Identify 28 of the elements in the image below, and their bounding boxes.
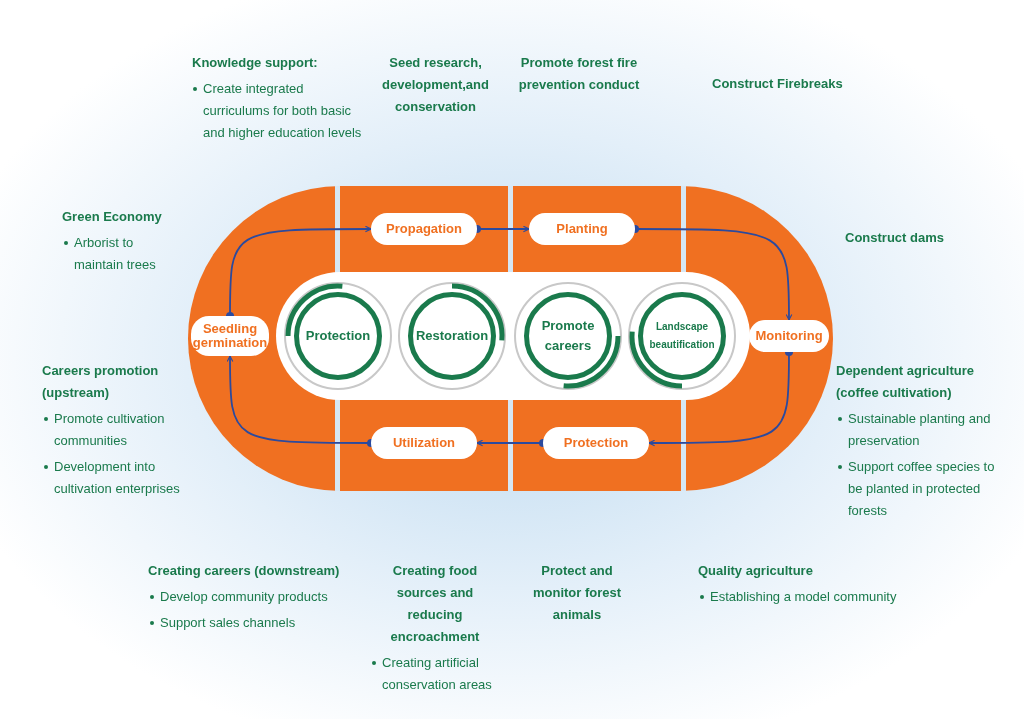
bullet-text: Develop community products [160,588,329,606]
heading-text: Knowledge support: [192,54,319,72]
bullet-text: Sustainable planting and preservation [848,410,992,450]
bullet-text: Arborist to maintain trees [74,234,157,274]
bullet-text: Support coffee species to be planted in protected forests [848,458,996,520]
bullet-text: Support sales channels [160,614,297,632]
stage-pill: Protection [543,427,649,459]
heading-text: Creating careers (downstream) [148,562,341,580]
bullet-text: Establishing a model community [710,588,898,606]
bullet-text: Create integrated curriculums for both basic and higher education levels [203,80,363,142]
heading-text: Green Economy [62,208,163,226]
bullet-text: Creating artificial conservation areas [382,654,493,694]
stage-pill: Seedling germination [191,316,269,356]
heading-text: Quality agriculture [698,562,814,580]
heading-text: Protect and monitor forest animals [531,562,623,624]
heading-text: Construct Firebreaks [712,75,844,93]
heading-text: Seed research, development,and conservation [381,54,490,116]
heading-text: Construct dams [845,229,945,247]
stage-pill: Planting [529,213,635,245]
bullet-text: Development into cultivation enterprises [54,458,181,498]
bullet-text: Promote cultivation communities [54,410,166,450]
stage-pill: Utilization [371,427,477,459]
heading-text: Dependent agriculture (coffee cultivation) [836,362,975,402]
heading-text: Promote forest fire prevention conduct [518,54,640,94]
heading-text: Creating food sources and reducing encroachment [389,562,481,646]
stage-pill: Monitoring [749,320,829,352]
heading-text: Careers promotion (upstream) [42,362,160,402]
stage-pill: Propagation [371,213,477,245]
